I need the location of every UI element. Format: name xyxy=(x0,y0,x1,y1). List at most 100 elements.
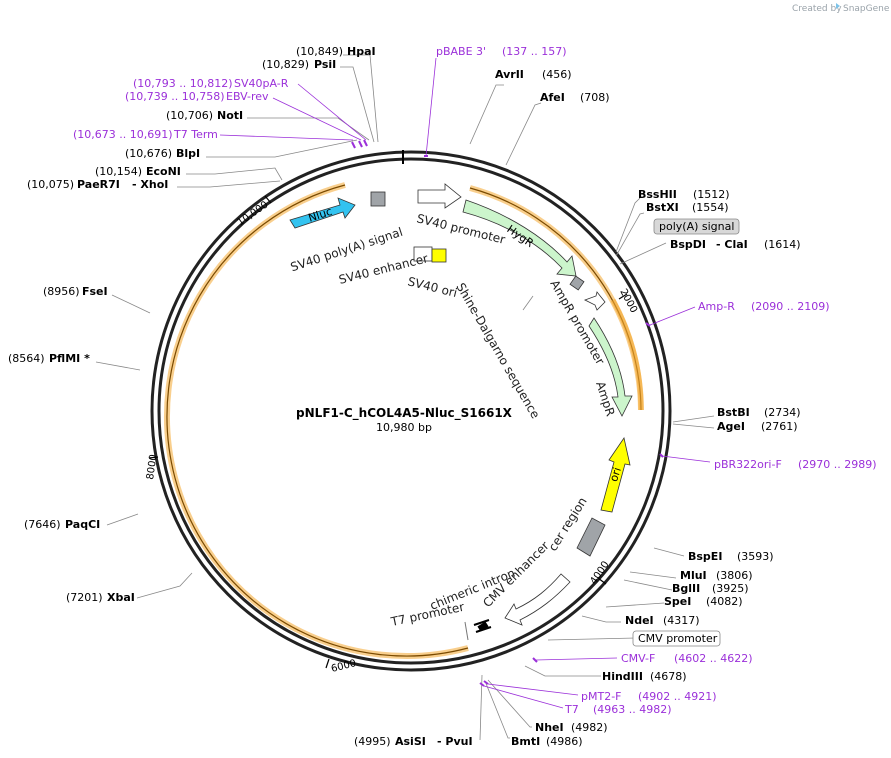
primer-t7-term[interactable]: (10,673 .. 10,691) T7 Term xyxy=(73,128,218,141)
primer-range: (10,673 .. 10,691) xyxy=(73,128,173,141)
feature-box-small xyxy=(569,275,585,291)
enzyme-bstbi[interactable]: BstBI (2734) xyxy=(717,406,801,419)
chimeric-intron-mark xyxy=(464,621,469,641)
primer-pbabe3[interactable]: pBABE 3' (137 .. 157) xyxy=(436,45,567,58)
created-by-text: Created by xyxy=(792,4,842,14)
tick-label: 6000 xyxy=(330,658,357,675)
enzyme-name: EcoNI xyxy=(146,165,181,178)
enzyme-blpi[interactable]: (10,676) BlpI xyxy=(125,147,200,160)
enzyme-paqci[interactable]: (7646) PaqCI xyxy=(24,518,100,531)
nluc-label: Nluc xyxy=(307,205,334,225)
enzyme-name: BssHII xyxy=(638,188,677,201)
enzyme-bglii[interactable]: BglII (3925) xyxy=(672,582,749,595)
enzyme-econi[interactable]: (10,154) EcoNI xyxy=(95,165,181,178)
enzyme-position: (10,154) xyxy=(95,165,142,178)
sv40-ori-label: SV40 ori xyxy=(406,274,458,300)
ori-arrow xyxy=(600,437,631,513)
enzyme-hindiii[interactable]: HindIII (4678) xyxy=(602,670,687,683)
primer-name: pMT2-F xyxy=(581,690,622,703)
enzyme-name: NotI xyxy=(217,109,243,122)
ampr-arrow xyxy=(588,317,633,417)
ampr-promoter-arrow xyxy=(583,291,606,311)
enzyme-name: PsiI xyxy=(314,58,336,71)
snapgene-brand-text: SnapGene xyxy=(843,4,890,14)
enzyme-position: (1554) xyxy=(692,201,729,214)
enzyme-noti[interactable]: (10,706) NotI xyxy=(166,109,243,122)
primer-name: SV40pA-R xyxy=(234,77,289,90)
enzyme-name: BstBI xyxy=(717,406,750,419)
sv40-polya-box xyxy=(370,191,386,207)
enzyme-ndei[interactable]: NdeI (4317) xyxy=(625,614,700,627)
enzyme-position: (3593) xyxy=(737,550,774,563)
primer-range: (2090 .. 2109) xyxy=(751,300,830,313)
enzyme-position: (10,075) xyxy=(27,178,74,191)
enzyme-bmti[interactable]: BmtI (4986) xyxy=(511,735,583,748)
enzyme-name: BmtI xyxy=(511,735,540,748)
primer-sv40pa-r[interactable]: (10,793 .. 10,812) SV40pA-R xyxy=(133,77,289,90)
cer-region-box xyxy=(576,517,606,557)
primer-name: Amp-R xyxy=(698,300,735,313)
enzyme-name: BspEI xyxy=(688,550,722,563)
nluc-arrow xyxy=(289,197,356,229)
feature-cmv-promoter-box[interactable]: CMV promoter xyxy=(632,630,721,647)
enzyme-position: (4995) xyxy=(354,735,391,748)
enzyme-position: (7646) xyxy=(24,518,61,531)
ampr-promoter-label: AmpR promoter xyxy=(547,278,607,368)
enzyme-name: BlpI xyxy=(176,147,200,160)
enzyme-pflmi[interactable]: (8564) PflMI * xyxy=(8,352,90,365)
enzyme-bstxi[interactable]: BstXI (1554) xyxy=(646,201,729,214)
primer-leaders xyxy=(219,57,711,709)
enzyme-mlui[interactable]: MluI (3806) xyxy=(680,569,753,582)
t7-promoter-label: T7 promoter xyxy=(389,600,466,629)
enzyme-bsshii[interactable]: BssHII (1512) xyxy=(638,188,730,201)
primer-pbr322ori-f[interactable]: pBR322ori-F (2970 .. 2989) xyxy=(714,458,877,471)
enzyme-agei[interactable]: AgeI (2761) xyxy=(717,420,798,433)
enzyme-spei[interactable]: SpeI (4082) xyxy=(664,595,743,608)
backbone-inner xyxy=(157,157,665,665)
enzyme-hpai[interactable]: (10,849) HpaI xyxy=(296,45,376,58)
primer-name: pBABE 3' xyxy=(436,45,486,58)
snapgene-logo-icon xyxy=(836,3,840,9)
enzyme-avrii[interactable]: AvrII (456) xyxy=(495,68,572,81)
enzyme-position: (3806) xyxy=(716,569,753,582)
enzyme-name: SpeI xyxy=(664,595,691,608)
enzyme-paer7i[interactable]: (10,075) PaeR7I - XhoI xyxy=(27,178,168,191)
plasmid-name: pNLF1-C_hCOL4A5-Nluc_S1661X xyxy=(296,406,513,421)
sv40-promoter-arrow xyxy=(417,183,462,209)
backbone-outer xyxy=(150,150,672,672)
primer-cmv-f[interactable]: CMV-F (4602 .. 4622) xyxy=(621,652,753,665)
enzyme-position: (10,849) xyxy=(296,45,343,58)
enzyme-bspei[interactable]: BspEI (3593) xyxy=(688,550,774,563)
primer-ebv-rev[interactable]: (10,739 .. 10,758) EBV-rev xyxy=(125,90,269,103)
enzyme-name: BglII xyxy=(672,582,700,595)
primer-name: T7 xyxy=(564,703,579,716)
primer-name: T7 Term xyxy=(173,128,218,141)
enzyme-fsei[interactable]: (8956) FseI xyxy=(43,285,108,298)
primer-range: (4602 .. 4622) xyxy=(674,652,753,665)
enzyme-name: PflMI * xyxy=(49,352,90,365)
orf-arcs xyxy=(164,182,644,660)
shine-leader-2 xyxy=(522,295,534,311)
shine-leader xyxy=(462,293,468,298)
cmv-promoter-label: CMV promoter xyxy=(638,632,718,645)
enzyme-psii[interactable]: (10,829) PsiI xyxy=(262,58,336,71)
enzyme-position: (10,829) xyxy=(262,58,309,71)
enzyme-xbai[interactable]: (7201) XbaI xyxy=(66,591,135,604)
feature-polya-signal-box[interactable]: poly(A) signal xyxy=(653,218,740,235)
enzyme-name: HpaI xyxy=(347,45,376,58)
enzyme-afei[interactable]: AfeI (708) xyxy=(540,91,610,104)
enzyme-position: (7201) xyxy=(66,591,103,604)
enzyme-name: PaeR7I xyxy=(77,178,120,191)
enzyme-name: AfeI xyxy=(540,91,565,104)
enzyme-bspdi[interactable]: BspDI - ClaI (1614) xyxy=(670,238,801,251)
primer-t7[interactable]: T7 (4963 .. 4982) xyxy=(564,703,672,716)
enzyme-name: MluI xyxy=(680,569,707,582)
enzyme-nhei[interactable]: NheI (4982) xyxy=(535,721,608,734)
enzyme-name: AsiSI xyxy=(395,735,426,748)
enzyme-name: PaqCI xyxy=(65,518,100,531)
enzyme-position: (4986) xyxy=(546,735,583,748)
primer-name: EBV-rev xyxy=(226,90,269,103)
primer-amp-r[interactable]: Amp-R (2090 .. 2109) xyxy=(698,300,830,313)
primer-pmt2-f[interactable]: pMT2-F (4902 .. 4921) xyxy=(581,690,717,703)
enzyme-asisi[interactable]: (4995) AsiSI - PvuI xyxy=(354,735,473,748)
